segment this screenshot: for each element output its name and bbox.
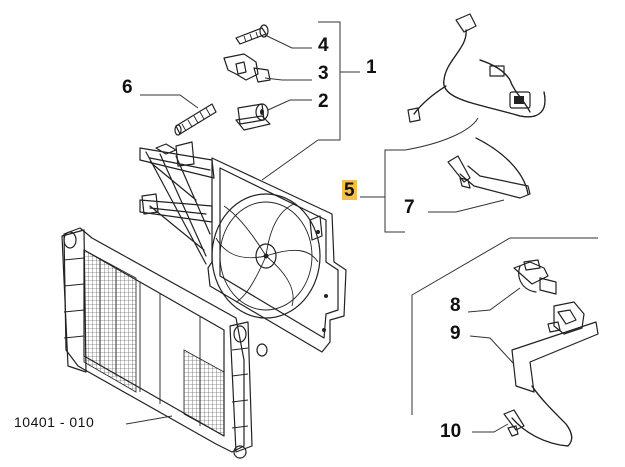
screw-part-4: [235, 24, 269, 45]
fan-assembly-part-1: [139, 141, 347, 353]
harness-part-5: [407, 13, 546, 123]
callout-10: 10: [440, 421, 462, 442]
group-5-bracket: [360, 149, 405, 233]
reference-code: 10401 - 010: [14, 414, 95, 430]
clip-part-3: [223, 53, 271, 83]
callout-3: 3: [318, 63, 329, 84]
callout-1: 1: [366, 57, 377, 78]
callout-9: 9: [450, 323, 461, 344]
callout-5-highlighted: 5: [342, 180, 357, 201]
stud-part-6: [174, 103, 217, 136]
group-lower-bracket: [411, 237, 598, 415]
group-1-bracket: [318, 21, 360, 141]
callout-8: 8: [450, 295, 461, 316]
strap-part-7: [447, 137, 531, 199]
strap-part-10: [503, 385, 573, 447]
callout-2: 2: [318, 91, 329, 112]
callout-4: 4: [318, 35, 329, 56]
clip-part-8: [513, 259, 557, 295]
bracket-part-9: [511, 301, 599, 393]
callout-6: 6: [122, 77, 133, 98]
radiator: [61, 227, 268, 459]
mount-part-2: [235, 103, 271, 131]
callout-7: 7: [404, 197, 415, 218]
